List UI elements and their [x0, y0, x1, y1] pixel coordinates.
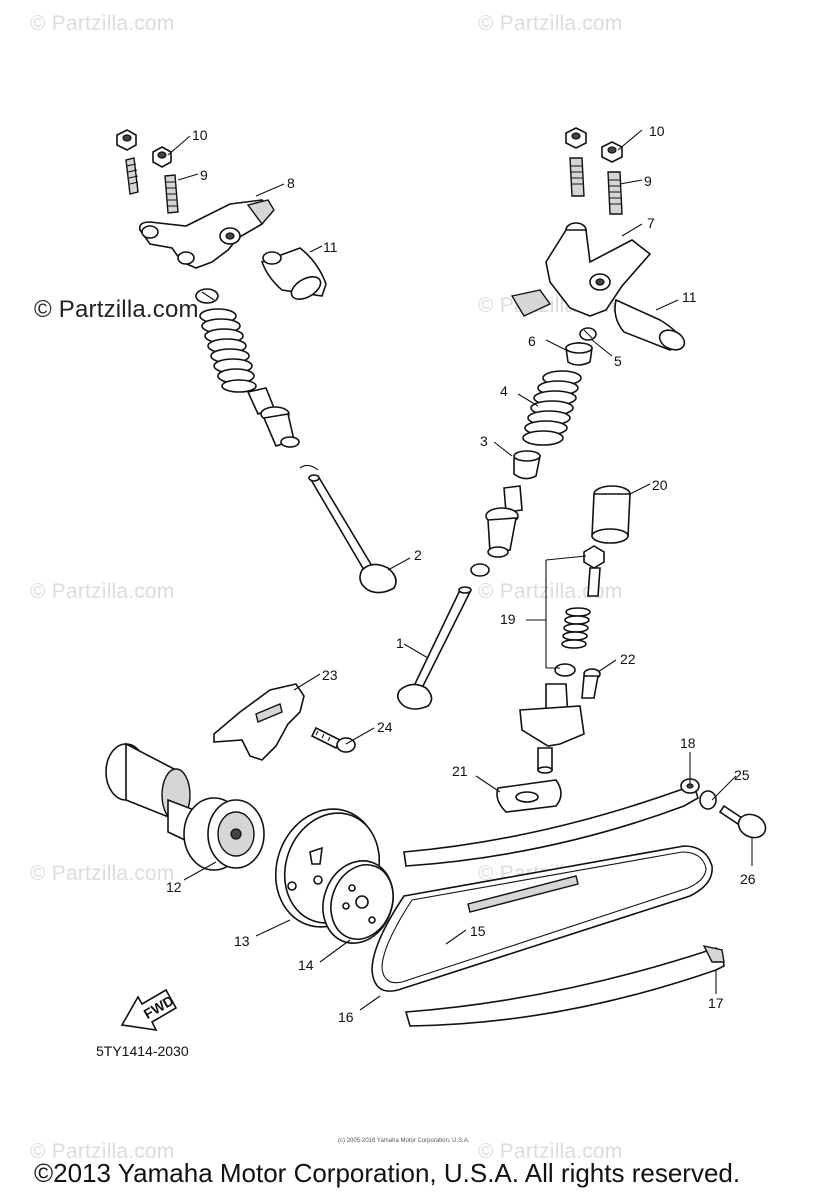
tensioner-cap	[591, 485, 631, 544]
chain-guide-upper	[403, 778, 700, 867]
watermark: © Partzilla.com	[30, 862, 175, 885]
watermark: © Partzilla.com	[30, 1140, 175, 1163]
right-valve-intake	[396, 586, 472, 710]
left-adjuster-screw	[125, 157, 179, 214]
right-adjuster-screw	[569, 157, 623, 215]
callout-24: 24	[377, 719, 393, 735]
callout-10-left: 10	[192, 127, 208, 143]
part-numbers: 10 9 8 11 10 9 7 11 6 5 4 3 2 1 20 19 22…	[166, 123, 756, 1025]
tensioner-bolt	[583, 545, 605, 597]
guide-washer	[699, 790, 717, 810]
callout-4: 4	[500, 383, 508, 399]
right-spring-retainer	[565, 342, 593, 366]
callout-25: 25	[734, 767, 750, 783]
cam-plate-bolt	[310, 726, 356, 753]
callout-26: 26	[740, 871, 756, 887]
callout-1: 1	[396, 635, 404, 651]
diagram-code: 5TY1414-2030	[96, 1043, 189, 1059]
callout-12: 12	[166, 879, 182, 895]
callout-8: 8	[287, 175, 295, 191]
right-rocker-shaft	[614, 298, 686, 351]
callout-3: 3	[480, 433, 488, 449]
callout-14: 14	[298, 957, 314, 973]
right-adjuster-nut	[565, 127, 623, 163]
callout-16: 16	[338, 1009, 354, 1025]
callout-11-left: 11	[323, 239, 338, 255]
callout-19: 19	[500, 611, 516, 627]
cam-chain	[371, 845, 713, 992]
tensioner-bolt-small	[581, 668, 601, 699]
chain-guide-lower	[404, 944, 725, 1027]
watermark: © Partzilla.com	[478, 1140, 623, 1163]
watermark: © Partzilla.com	[478, 580, 623, 603]
watermark: © Partzilla.com	[34, 296, 199, 323]
callout-6: 6	[528, 333, 536, 349]
sprocket-plate	[322, 860, 394, 944]
copyright-notice: ©2013 Yamaha Motor Corporation, U.S.A. A…	[34, 1158, 741, 1188]
callout-17: 17	[708, 995, 724, 1011]
callout-13: 13	[234, 933, 250, 949]
left-valve-exhaust	[308, 474, 397, 594]
left-valve-spring	[195, 288, 319, 471]
callout-23: 23	[322, 667, 338, 683]
leader-lines	[167, 129, 753, 1011]
right-valve-spring	[522, 370, 582, 446]
callout-9-left: 9	[200, 167, 208, 183]
callout-7: 7	[647, 215, 655, 231]
tensioner-body	[519, 683, 585, 774]
tensioner-spring	[561, 607, 591, 649]
callout-15: 15	[470, 923, 486, 939]
tensioner-gasket	[496, 779, 562, 813]
left-adjuster-nut	[116, 129, 172, 168]
guide-bolt	[718, 804, 767, 839]
callout-22: 22	[620, 651, 636, 667]
tensioner-o-ring	[554, 663, 576, 677]
right-valve-cotter	[579, 327, 597, 341]
callout-20: 20	[652, 477, 668, 493]
watermark: © Partzilla.com	[30, 580, 175, 603]
right-valve-guide	[470, 485, 523, 577]
watermark: © Partzilla.com	[478, 12, 623, 35]
callout-21: 21	[452, 763, 468, 779]
callout-18: 18	[680, 735, 696, 751]
callout-9-right: 9	[644, 173, 652, 189]
left-rocker-shaft	[260, 247, 327, 300]
callout-5: 5	[614, 353, 622, 369]
fwd-arrow: FWD	[120, 988, 178, 1032]
right-rocker-arm	[510, 222, 652, 317]
cam-plate	[213, 683, 305, 761]
callout-2: 2	[414, 547, 422, 563]
callout-11-right: 11	[682, 289, 697, 305]
callout-10-right: 10	[649, 123, 665, 139]
watermark: © Partzilla.com	[30, 12, 175, 35]
right-valve-seal	[513, 450, 541, 480]
left-rocker-arm	[138, 199, 275, 269]
camshaft	[105, 742, 265, 871]
small-print: (c) 2005-2016 Yamaha Motor Corporation, …	[338, 1138, 470, 1144]
